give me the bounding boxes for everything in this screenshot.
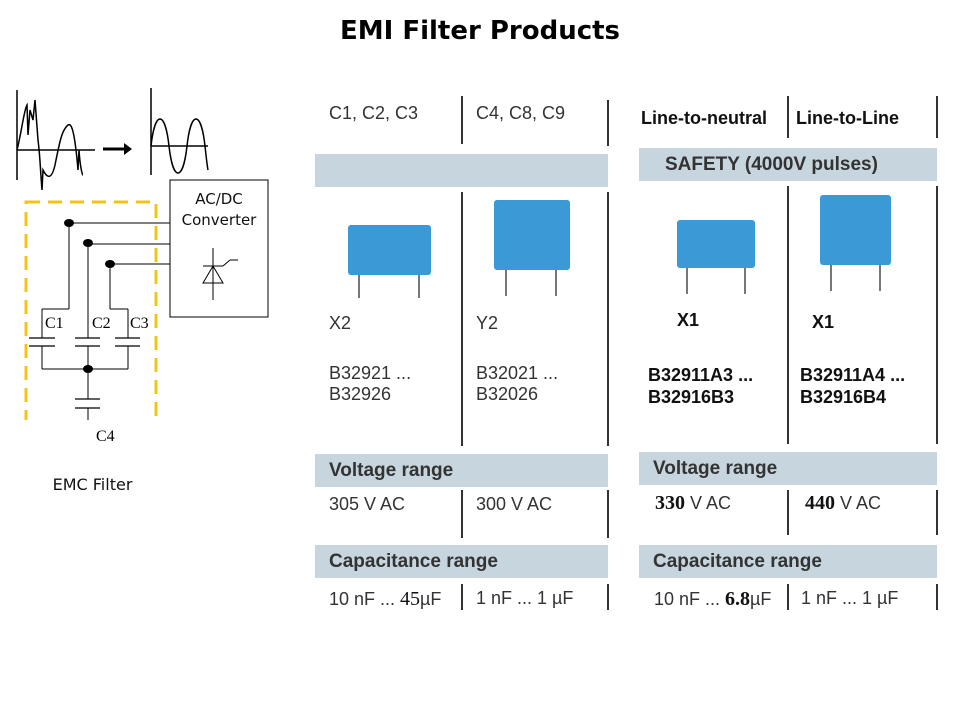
cap-unit: µF <box>420 589 442 609</box>
voltage: 300 V AC <box>476 494 553 514</box>
divider <box>461 96 463 144</box>
part: B32021 ... <box>476 363 559 383</box>
voltage-range-band: Voltage range <box>315 454 608 487</box>
c2-label: C2 <box>92 315 111 332</box>
divider <box>936 584 938 610</box>
voltage-unit: V AC <box>835 493 882 513</box>
emc-filter-label: EMC Filter <box>52 475 133 494</box>
tvs-diode-icon <box>202 248 238 300</box>
part: B32926 <box>329 384 392 404</box>
divider <box>787 490 789 535</box>
divider <box>936 96 938 138</box>
divider <box>607 584 609 610</box>
divider <box>936 490 938 535</box>
c1-label: C1 <box>45 315 64 332</box>
part-numbers: B32921 ...B32926 <box>329 363 411 405</box>
header: Line-to-neutral <box>641 108 767 128</box>
cap-max: 6.8 <box>725 588 751 610</box>
divider <box>607 100 609 146</box>
y2-capacitor-image <box>494 200 570 296</box>
noisy-waveform <box>16 90 95 191</box>
converter-box <box>169 179 269 318</box>
divider <box>607 490 609 538</box>
header: C1, C2, C3 <box>329 103 419 123</box>
converter-label-line2: Converter <box>181 211 257 229</box>
c4-label: C4 <box>96 428 115 445</box>
capacitance-range-band: Capacitance range <box>639 545 937 578</box>
x2-capacitor-image <box>348 225 431 298</box>
capacitance: 1 nF ... 1 µF <box>476 588 574 608</box>
divider <box>461 192 463 446</box>
voltage-value: 330 <box>655 492 685 514</box>
part: B32916B3 <box>648 387 735 407</box>
capacitance: 1 nF ... 1 µF <box>801 588 899 608</box>
cap-min: 10 nF ... <box>654 589 726 609</box>
arrow-icon <box>103 143 132 155</box>
divider <box>787 584 789 610</box>
divider <box>787 186 789 444</box>
cap-unit: µF <box>750 589 772 609</box>
cap-min: 10 nF ... <box>329 589 401 609</box>
divider <box>461 490 463 538</box>
converter-label-line1: AC/DC <box>195 190 243 208</box>
voltage-value: 440 <box>805 492 835 514</box>
divider <box>461 584 463 610</box>
voltage: 440 V AC <box>805 492 881 515</box>
capacitance-range-band: Capacitance range <box>315 545 608 578</box>
voltage: 305 V AC <box>329 494 406 514</box>
voltage: 330 V AC <box>655 492 731 515</box>
c3-label: C3 <box>130 315 149 332</box>
part-numbers: B32021 ...B32026 <box>476 363 558 405</box>
emc-filter-box <box>24 200 158 420</box>
clean-waveform <box>150 88 209 175</box>
voltage-unit: V AC <box>685 493 732 513</box>
safety-band: SAFETY (4000V pulses) <box>639 148 937 181</box>
part: B32026 <box>476 384 539 404</box>
capacitance: 10 nF ... 6.8µF <box>654 588 771 611</box>
part: B32921 ... <box>329 363 412 383</box>
type: Y2 <box>476 313 499 333</box>
band <box>315 154 608 187</box>
capacitor-symbols <box>29 337 140 409</box>
cap-max: 45 <box>400 588 421 610</box>
slide-title: EMI Filter Products <box>339 16 621 46</box>
header: Line-to-Line <box>796 108 899 128</box>
divider <box>607 192 609 446</box>
x1-capacitor-image <box>677 220 755 294</box>
x1-capacitor-image <box>820 195 891 291</box>
header: C4, C8, C9 <box>476 103 566 123</box>
capacitance: 10 nF ... 45µF <box>329 588 441 611</box>
emc-filter-diagram <box>16 88 269 420</box>
part-numbers: B32911A3 ...B32916B3 <box>648 364 753 408</box>
voltage-range-band: Voltage range <box>639 452 937 485</box>
part-numbers: B32911A4 ...B32916B4 <box>800 364 905 408</box>
type: X1 <box>812 312 835 332</box>
divider <box>936 186 938 444</box>
junction-dots <box>64 219 115 373</box>
part: B32911A4 ... <box>800 365 906 385</box>
part: B32911A3 ... <box>648 365 754 385</box>
divider <box>787 96 789 138</box>
type: X1 <box>677 310 700 330</box>
type: X2 <box>329 313 352 333</box>
converter-label: AC/DC Converter <box>170 189 268 231</box>
part: B32916B4 <box>800 387 887 407</box>
